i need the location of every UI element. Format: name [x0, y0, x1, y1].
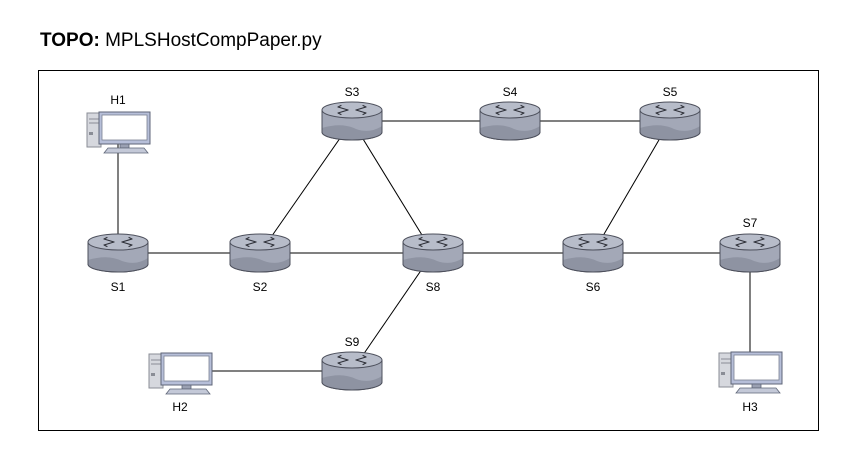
switch-arrow [436, 236, 448, 243]
switch-shade [563, 257, 623, 272]
node-label-s3: S3 [345, 85, 360, 99]
node-label-s1: S1 [111, 280, 126, 294]
host-screen [733, 354, 780, 381]
switch-arrow [337, 109, 349, 116]
switch-arrow [418, 241, 430, 248]
node-label-s2: S2 [253, 280, 268, 294]
switch-s5: S5 [639, 85, 701, 141]
switch-arrow [735, 241, 747, 248]
switch-arrow [673, 109, 685, 116]
switch-s8: S8 [402, 233, 464, 294]
switch-arrow [753, 236, 765, 243]
node-label-s8: S8 [426, 280, 441, 294]
switch-s6: S6 [562, 233, 624, 294]
switch-arrow [337, 104, 349, 111]
switch-s9: S9 [321, 335, 383, 391]
link-s2-s3 [259, 120, 353, 254]
host-keyboard [735, 387, 781, 394]
link-s3-s8 [351, 120, 434, 254]
switch-arrow [245, 236, 257, 243]
switch-top [87, 233, 149, 251]
switch-arrow [655, 109, 667, 116]
switch-top [321, 351, 383, 369]
switch-shade [230, 257, 290, 272]
switch-shade [720, 257, 780, 272]
host-h2: H2 [148, 352, 213, 414]
title-prefix: TOPO: [40, 30, 100, 51]
switch-shade [403, 257, 463, 272]
switch-arrow [436, 241, 448, 248]
switch-arrow [513, 104, 525, 111]
switch-s1: S1 [87, 233, 149, 294]
switch-arrow [263, 236, 275, 243]
switch-arrow [355, 109, 367, 116]
link-s5-s6 [592, 120, 671, 254]
switch-arrow [103, 241, 115, 248]
switch-top [479, 101, 541, 119]
switch-shade [640, 125, 700, 140]
host-keyboard [103, 147, 149, 154]
node-label-s7: S7 [743, 216, 758, 230]
switch-arrow [596, 241, 608, 248]
host-screen [163, 355, 210, 382]
switch-arrow [735, 236, 747, 243]
switch-arrow [578, 236, 590, 243]
switch-arrow [673, 104, 685, 111]
node-label-s5: S5 [663, 85, 678, 99]
host-screen [101, 114, 148, 141]
switch-arrow [355, 359, 367, 366]
switch-arrow [495, 109, 507, 116]
switch-top [321, 101, 383, 119]
link-s8-s9 [351, 252, 434, 372]
switch-top [402, 233, 464, 251]
title-filename: MPLSHostCompPaper.py [105, 30, 322, 51]
switch-arrow [418, 236, 430, 243]
switch-arrow [337, 354, 349, 361]
switch-top [719, 233, 781, 251]
switch-shade [322, 375, 382, 390]
diagram-frame [38, 70, 819, 431]
switch-arrow [337, 359, 349, 366]
host-h3: H3 [718, 351, 783, 414]
node-label-s9: S9 [345, 335, 360, 349]
node-label-h3: H3 [742, 400, 758, 414]
switch-arrow [121, 241, 133, 248]
switch-arrow [596, 236, 608, 243]
switch-s4: S4 [479, 85, 541, 141]
switch-arrow [355, 354, 367, 361]
switch-arrow [263, 241, 275, 248]
host-h1: H1 [86, 93, 151, 154]
switch-shade [322, 125, 382, 140]
switch-arrow [245, 241, 257, 248]
switch-arrow [495, 104, 507, 111]
switch-arrow [578, 241, 590, 248]
node-label-s4: S4 [503, 85, 518, 99]
switch-arrow [753, 241, 765, 248]
switch-shade [480, 125, 540, 140]
switch-arrow [355, 104, 367, 111]
switch-arrow [103, 236, 115, 243]
node-label-h1: H1 [110, 93, 126, 107]
switch-shade [88, 257, 148, 272]
switch-arrow [513, 109, 525, 116]
switch-top [639, 101, 701, 119]
host-keyboard [165, 388, 211, 395]
switch-arrow [121, 236, 133, 243]
switch-arrow [655, 104, 667, 111]
switch-top [229, 233, 291, 251]
node-label-h2: H2 [172, 400, 188, 414]
switch-top [562, 233, 624, 251]
node-label-s6: S6 [586, 280, 601, 294]
switch-s2: S2 [229, 233, 291, 294]
switch-s3: S3 [321, 85, 383, 141]
diagram-title: TOPO: MPLSHostCompPaper.py [40, 30, 322, 52]
switch-s7: S7 [719, 216, 781, 273]
